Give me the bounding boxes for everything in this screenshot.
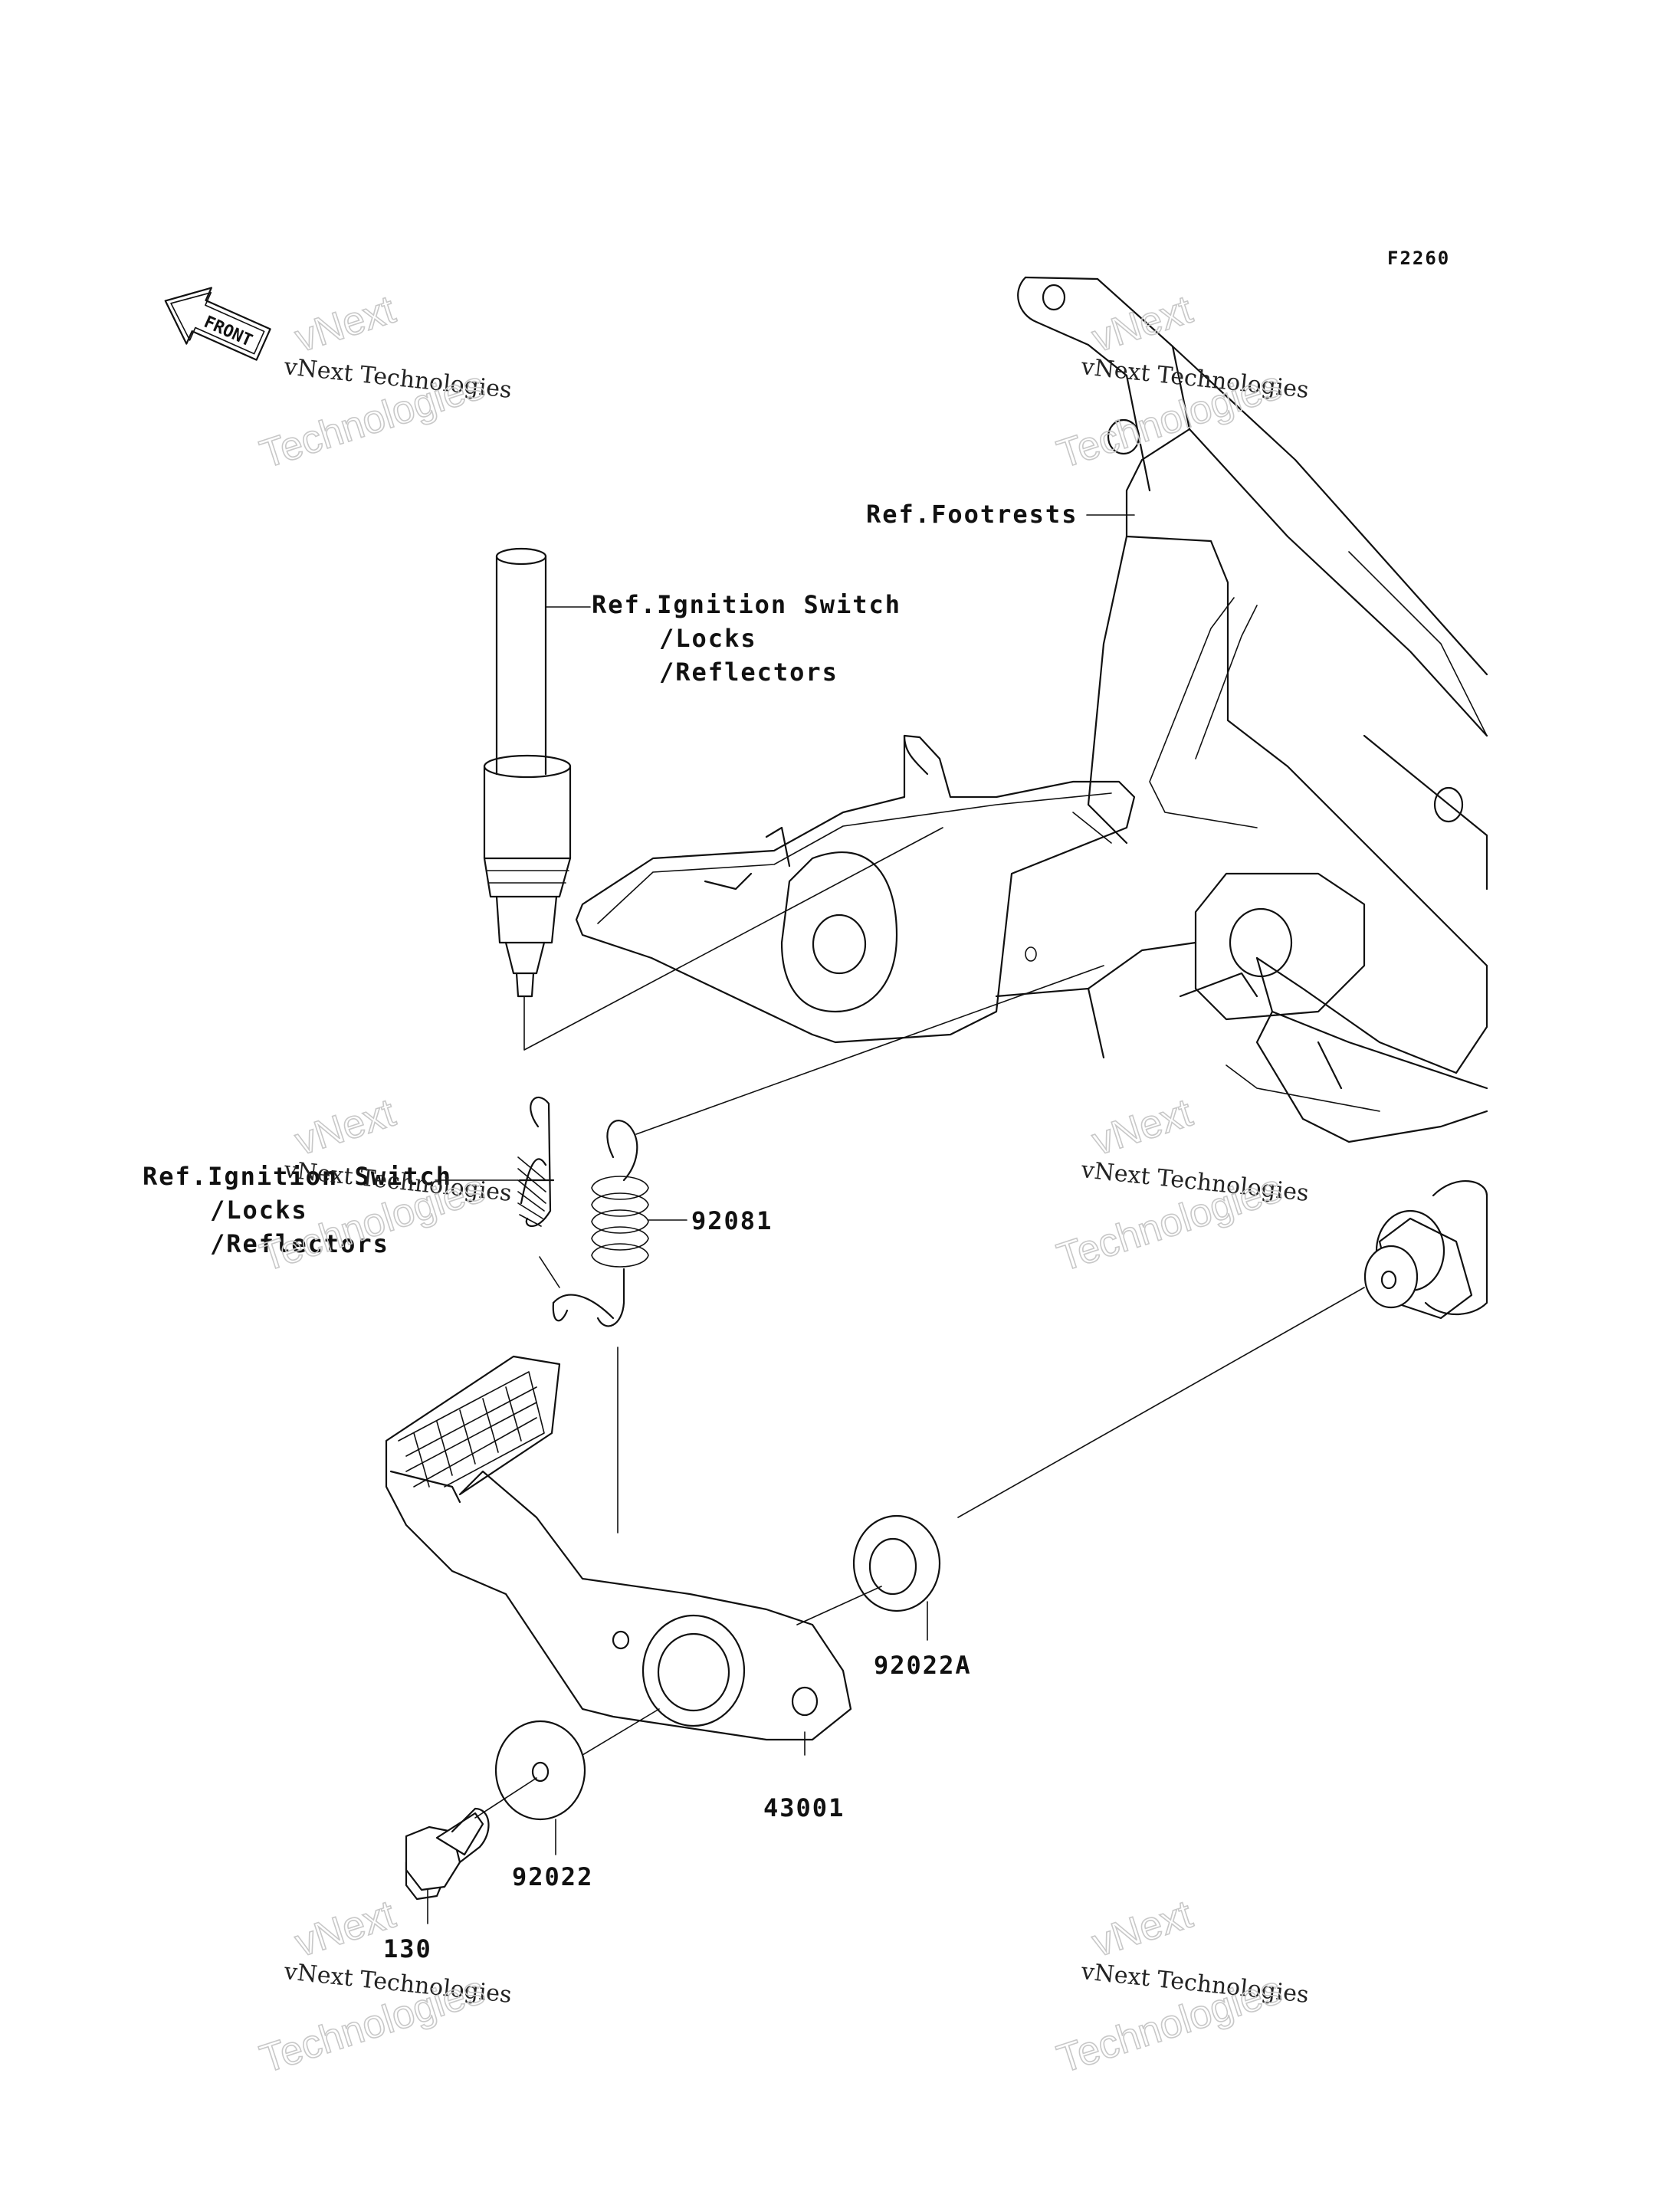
part-number-92022: 92022 bbox=[512, 1862, 593, 1891]
washer-92022 bbox=[494, 1708, 660, 1855]
watermark-vnext: vNext bbox=[1087, 1091, 1198, 1164]
watermark-2: vNext vNext Technologies Technologies bbox=[1052, 287, 1310, 477]
watermark-vnext: vNext bbox=[1087, 287, 1198, 361]
watermark-1: vNext vNext Technologies Technologies bbox=[254, 287, 513, 477]
label-ref-ignition-left-line2: /Locks bbox=[210, 1196, 308, 1225]
part-number-130: 130 bbox=[383, 1934, 432, 1963]
watermark-6: vNext vNext Technologies Technologies bbox=[1052, 1891, 1310, 2082]
watermark-vnext: vNext bbox=[290, 287, 401, 361]
part-number-92081: 92081 bbox=[691, 1206, 773, 1235]
label-ref-ignition-left-line1: Ref.Ignition Switch bbox=[143, 1162, 452, 1191]
label-ref-ignition-top-line1: Ref.Ignition Switch bbox=[592, 590, 901, 619]
label-ref-ignition-left-line3: /Reflectors bbox=[210, 1229, 389, 1258]
leader-lines bbox=[435, 514, 1135, 1221]
pivot-bushing bbox=[1363, 1179, 1488, 1320]
label-ref-ignition-top-line3: /Reflectors bbox=[659, 658, 838, 687]
washer-92022a bbox=[796, 1287, 1365, 1641]
watermark-vnext: vNext bbox=[1087, 1892, 1198, 1966]
mounting-plate bbox=[575, 734, 1258, 1059]
label-ref-ignition-top-line2: /Locks bbox=[659, 624, 757, 653]
diagram-code: F2260 bbox=[1387, 248, 1450, 269]
brake-light-switch bbox=[483, 547, 943, 1051]
brake-pedal-43001 bbox=[385, 1355, 852, 1756]
bolt-130 bbox=[405, 1777, 537, 1924]
part-number-43001: 43001 bbox=[763, 1793, 845, 1822]
watermark-vnext: vNext bbox=[290, 1091, 401, 1164]
return-spring-small bbox=[517, 1096, 555, 1227]
watermark-5: vNext vNext Technologies Technologies bbox=[254, 1891, 513, 2082]
footrest-bracket-frame bbox=[1017, 276, 1488, 1143]
return-spring-92081 bbox=[539, 965, 1104, 1533]
label-ref-footrests: Ref.Footrests bbox=[866, 500, 1078, 529]
front-arrow-icon: FRONT bbox=[164, 287, 271, 361]
watermark-4: vNext vNext Technologies Technologies bbox=[1052, 1090, 1310, 1281]
part-number-92022a: 92022A bbox=[874, 1651, 972, 1680]
